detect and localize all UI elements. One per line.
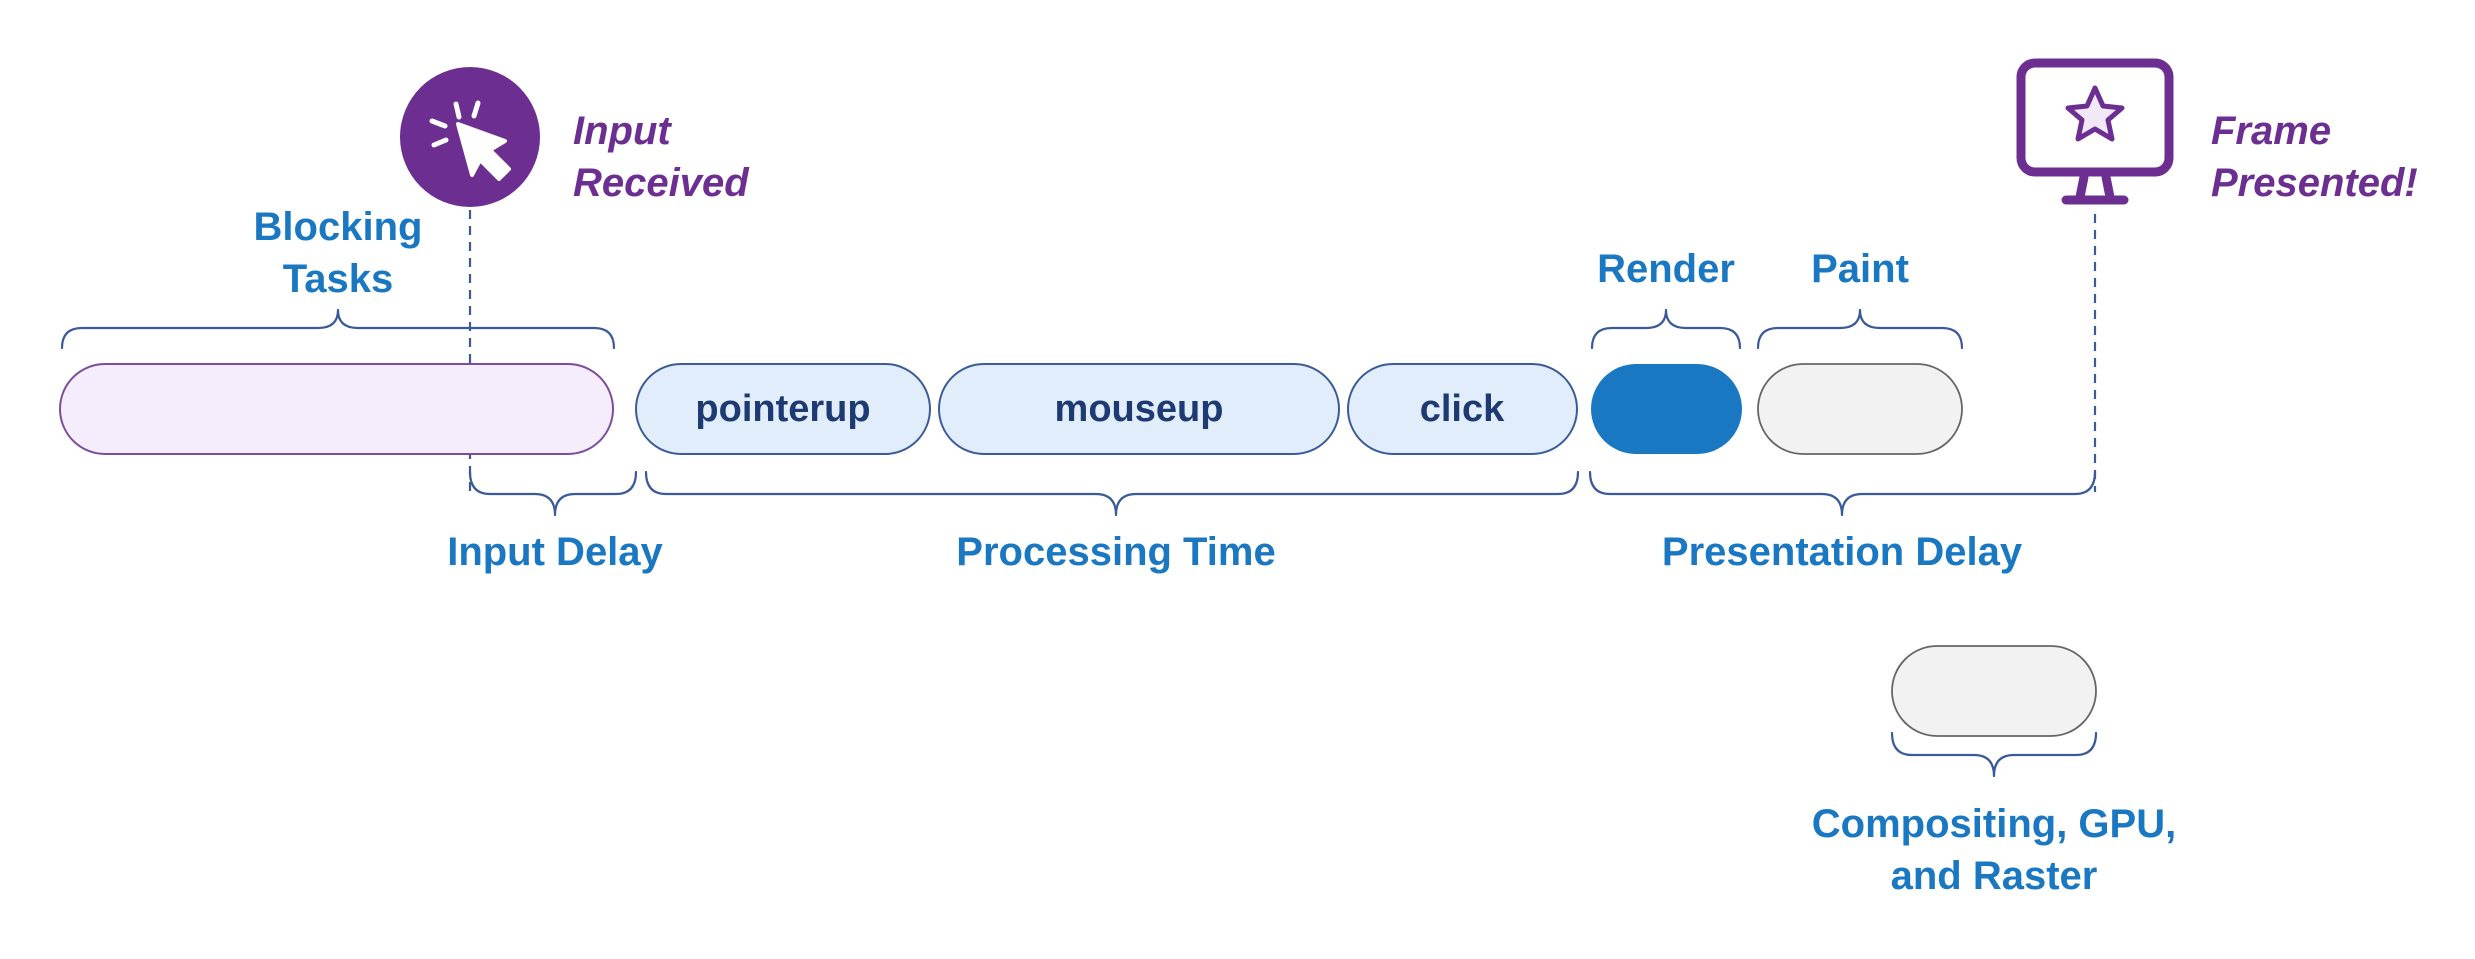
frame-presented-label-2: Presented! (2211, 161, 2418, 205)
input-received-label-1: Input (573, 109, 672, 153)
processing-time-brace (644, 470, 1580, 517)
paint-pill (1757, 363, 1963, 455)
paint-brace (1756, 308, 1964, 350)
render-pill (1591, 364, 1742, 454)
compositing-label-1: Compositing, GPU, (1812, 802, 2176, 846)
pointerup-pill (635, 363, 931, 455)
frame-presented-label-1: Frame (2211, 109, 2331, 153)
compositing-brace (1890, 731, 2098, 778)
blocking-tasks-label-2: Tasks (283, 257, 393, 301)
paint-label: Paint (1811, 247, 1909, 291)
input-delay-brace (468, 470, 638, 517)
render-brace (1590, 308, 1742, 350)
cursor-click-icon (400, 67, 540, 207)
compositing-label-2: and Raster (1891, 854, 2098, 898)
mouseup-pill (938, 363, 1340, 455)
presentation-delay-brace (1588, 470, 2097, 517)
input-received-label-2: Received (573, 161, 750, 205)
blocking-tasks-brace (60, 308, 616, 350)
monitor-star-icon (2016, 58, 2174, 205)
blocking-tasks-label-1: Blocking (254, 205, 423, 249)
blocking-tasks-pill (59, 363, 614, 455)
render-label: Render (1597, 247, 1735, 291)
compositing-pill (1891, 645, 2097, 737)
input-delay-label: Input Delay (447, 530, 663, 574)
click-label: click (1420, 388, 1505, 430)
mouseup-label: mouseup (1055, 388, 1224, 430)
processing-time-label: Processing Time (956, 530, 1275, 574)
pointerup-label: pointerup (695, 388, 870, 430)
presentation-delay-label: Presentation Delay (1662, 530, 2023, 574)
click-pill (1347, 363, 1578, 455)
